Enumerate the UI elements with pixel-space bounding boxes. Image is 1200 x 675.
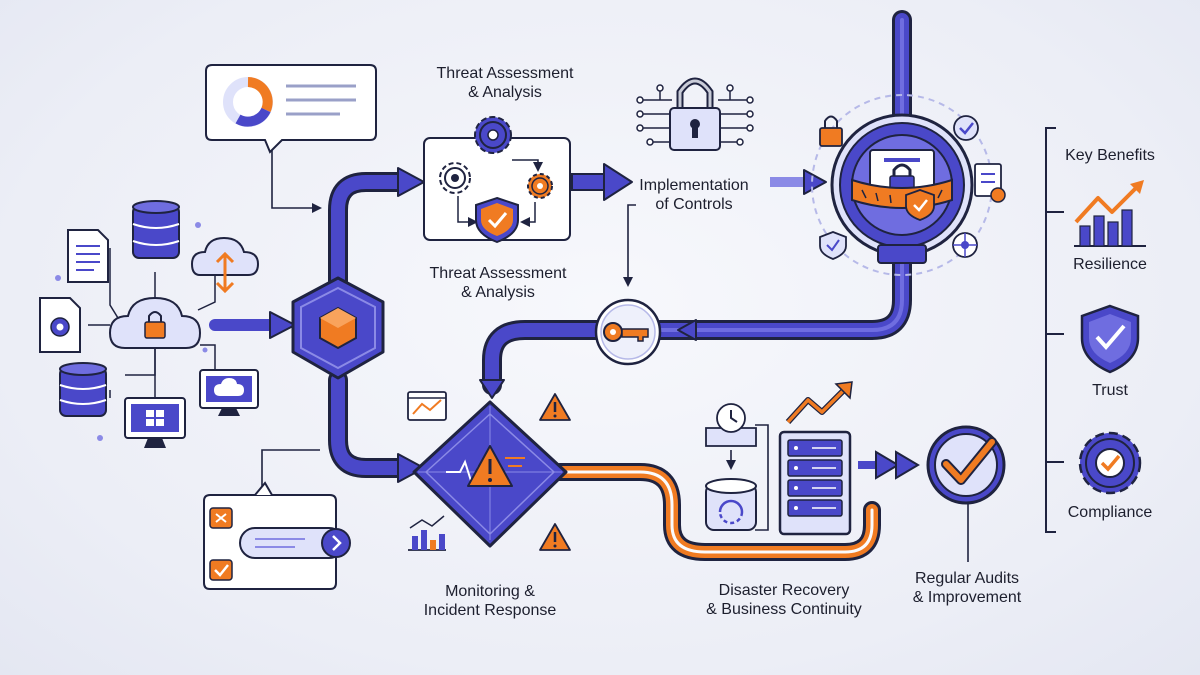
arrow-threat-to-implementation — [571, 163, 633, 201]
label-line: Disaster Recovery — [718, 582, 850, 599]
key-node — [594, 298, 662, 366]
disaster-recovery-cluster — [705, 381, 853, 536]
label-line: Implementation — [639, 177, 749, 194]
label-disaster-recovery: Disaster Recovery & Business Continuity — [684, 581, 884, 619]
database-icon-bottom — [59, 362, 107, 417]
database-restore-icon — [705, 478, 757, 531]
benefit-label-trust: Trust — [1092, 382, 1128, 399]
threat-assessment-panel — [423, 116, 571, 244]
server-rack-icon — [778, 430, 852, 536]
settings-document-icon — [39, 297, 81, 353]
benefit-label-resilience: Resilience — [1073, 256, 1147, 273]
gear-icon-large — [474, 116, 512, 154]
label-threat-assessment-top: Threat Assessment & Analysis — [405, 64, 605, 102]
monitoring-diamond — [407, 391, 571, 551]
label-line: & Analysis — [468, 84, 542, 101]
key-benefits-title: Key Benefits — [1065, 147, 1155, 164]
data-sources-cluster — [39, 200, 260, 448]
label-monitoring: Monitoring & Incident Response — [400, 582, 580, 620]
backup-clock-icon — [705, 403, 757, 447]
label-line: Threat Assessment — [436, 65, 574, 82]
warning-triangle-icon-top — [539, 393, 571, 421]
secure-cloud-icon — [108, 296, 202, 349]
cloud-monitor-icon — [199, 369, 259, 416]
label-audits: Regular Audits & Improvement — [887, 569, 1047, 607]
pipe-hub-to-threat — [328, 172, 410, 300]
trend-window-icon — [407, 391, 447, 421]
network-globe-icon — [952, 232, 978, 258]
control-ring — [811, 94, 1006, 276]
label-line: & Analysis — [461, 284, 535, 301]
warning-triangle-icon-bottom — [539, 523, 571, 551]
warning-triangle-icon-center — [467, 445, 513, 487]
arrow-dr-to-audits — [858, 450, 920, 480]
label-line: & Improvement — [912, 589, 1022, 606]
trend-up-arrow-icon — [785, 381, 853, 425]
database-icon-top — [132, 200, 180, 259]
label-line: Incident Response — [423, 602, 557, 619]
label-line: Monitoring & — [445, 583, 535, 600]
label-line: & Business Continuity — [706, 601, 862, 618]
analytics-callout — [205, 64, 377, 154]
arrow-implementation-to-shield — [770, 169, 827, 195]
checklist-icon — [974, 163, 1006, 203]
padlock-icon-orange — [819, 115, 843, 147]
shield-icon-small — [819, 231, 847, 260]
shield-check-icon-small — [475, 196, 519, 244]
connector-lines — [261, 145, 969, 562]
cloud-sync-icon — [190, 236, 260, 294]
label-threat-assessment-bottom: Threat Assessment & Analysis — [398, 264, 598, 302]
label-line: of Controls — [655, 196, 733, 213]
benefit-label-compliance: Compliance — [1067, 504, 1153, 521]
label-implementation: Implementation of Controls — [614, 176, 774, 214]
gear-icon-left — [439, 162, 471, 194]
orange-pipe — [551, 463, 881, 561]
bar-chart-icon — [408, 515, 446, 551]
task-list-callout — [203, 481, 351, 590]
flow-pipes — [209, 10, 912, 478]
shield-check-badge — [905, 189, 935, 221]
shield-check-icon — [1080, 304, 1140, 374]
gear-check-icon — [1078, 431, 1142, 495]
central-hub-hexagon — [291, 276, 385, 380]
document-icon — [67, 229, 109, 283]
donut-chart-icon — [223, 77, 273, 127]
windows-monitor-icon — [124, 397, 186, 448]
gear-icon-orange — [527, 173, 553, 199]
key-icon — [603, 322, 649, 342]
flow-arrowheads — [269, 167, 697, 483]
growth-chart-icon — [1074, 180, 1146, 247]
key-benefits-panel — [1045, 127, 1146, 533]
label-line: Threat Assessment — [429, 265, 567, 282]
label-line: Regular Audits — [914, 570, 1020, 587]
audit-check-badge — [926, 425, 1006, 505]
check-circle-icon — [953, 115, 979, 141]
circuit-lock-icon — [636, 77, 754, 151]
